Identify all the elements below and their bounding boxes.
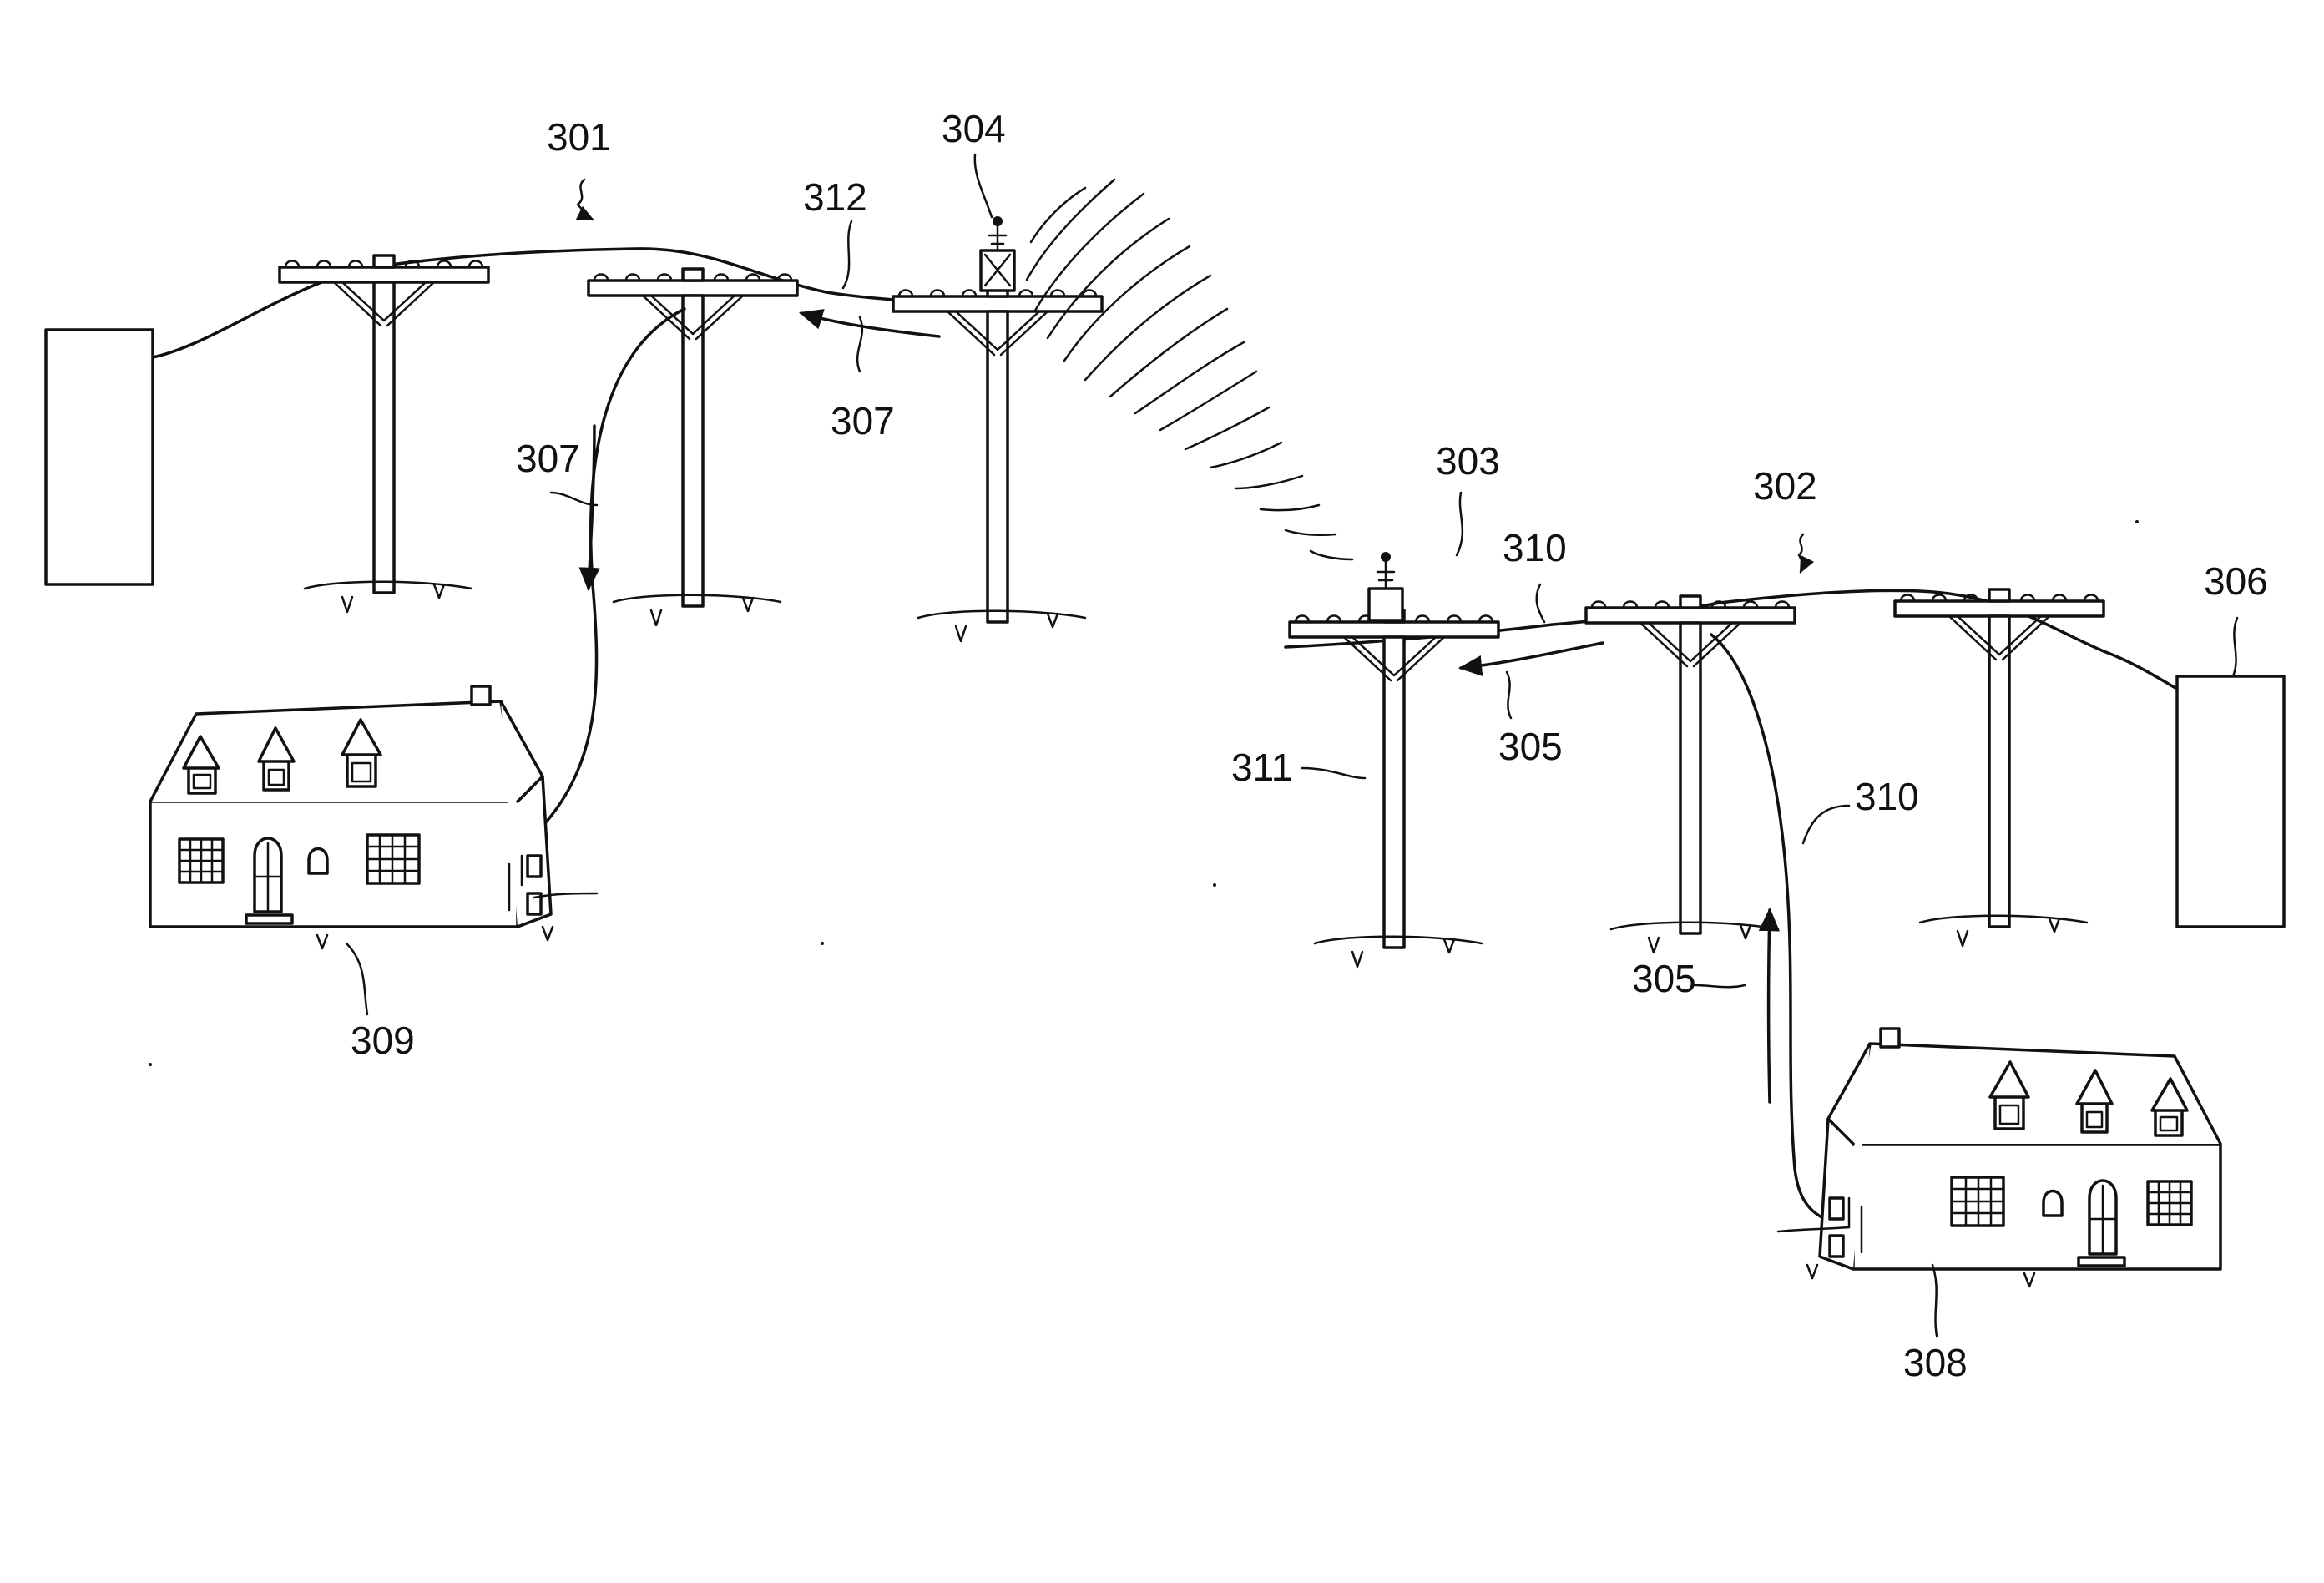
arrow-305-lower <box>1769 910 1771 1102</box>
left-power-line <box>153 249 1002 357</box>
right-pole-2 <box>1586 596 1795 953</box>
left-repeater-pole <box>893 285 1102 641</box>
left-pole-2 <box>589 269 797 625</box>
label-311: 311 <box>1231 746 1292 789</box>
arrow-307-upper <box>801 313 939 336</box>
arrow-305-upper <box>1461 643 1603 668</box>
repeater-303 <box>1369 552 1402 620</box>
label-302: 302 <box>1753 464 1817 508</box>
right-pole-3 <box>1895 589 2104 946</box>
label-312: 312 <box>803 175 867 219</box>
repeater-304 <box>981 216 1014 291</box>
label-307-lower: 307 <box>516 437 580 480</box>
right-repeater-pole <box>1290 610 1498 967</box>
right-substation-box <box>2177 676 2284 927</box>
house-309 <box>150 686 551 927</box>
label-305-upper: 305 <box>1498 725 1563 768</box>
label-303: 303 <box>1436 439 1500 483</box>
label-301: 301 <box>547 115 611 159</box>
house-308 <box>1820 1029 2220 1269</box>
left-service-drop <box>534 309 685 835</box>
label-304: 304 <box>942 107 1006 150</box>
label-305-lower: 305 <box>1632 957 1696 1000</box>
label-308: 308 <box>1903 1341 1968 1384</box>
left-substation-box <box>46 330 153 584</box>
wireless-signal-waves <box>1027 180 1352 559</box>
label-310-lower: 310 <box>1855 775 1919 818</box>
label-306: 306 <box>2204 559 2268 603</box>
label-307-upper: 307 <box>831 399 895 443</box>
left-pole-1 <box>280 255 488 612</box>
label-310-upper: 310 <box>1503 526 1567 569</box>
label-309: 309 <box>351 1019 415 1062</box>
